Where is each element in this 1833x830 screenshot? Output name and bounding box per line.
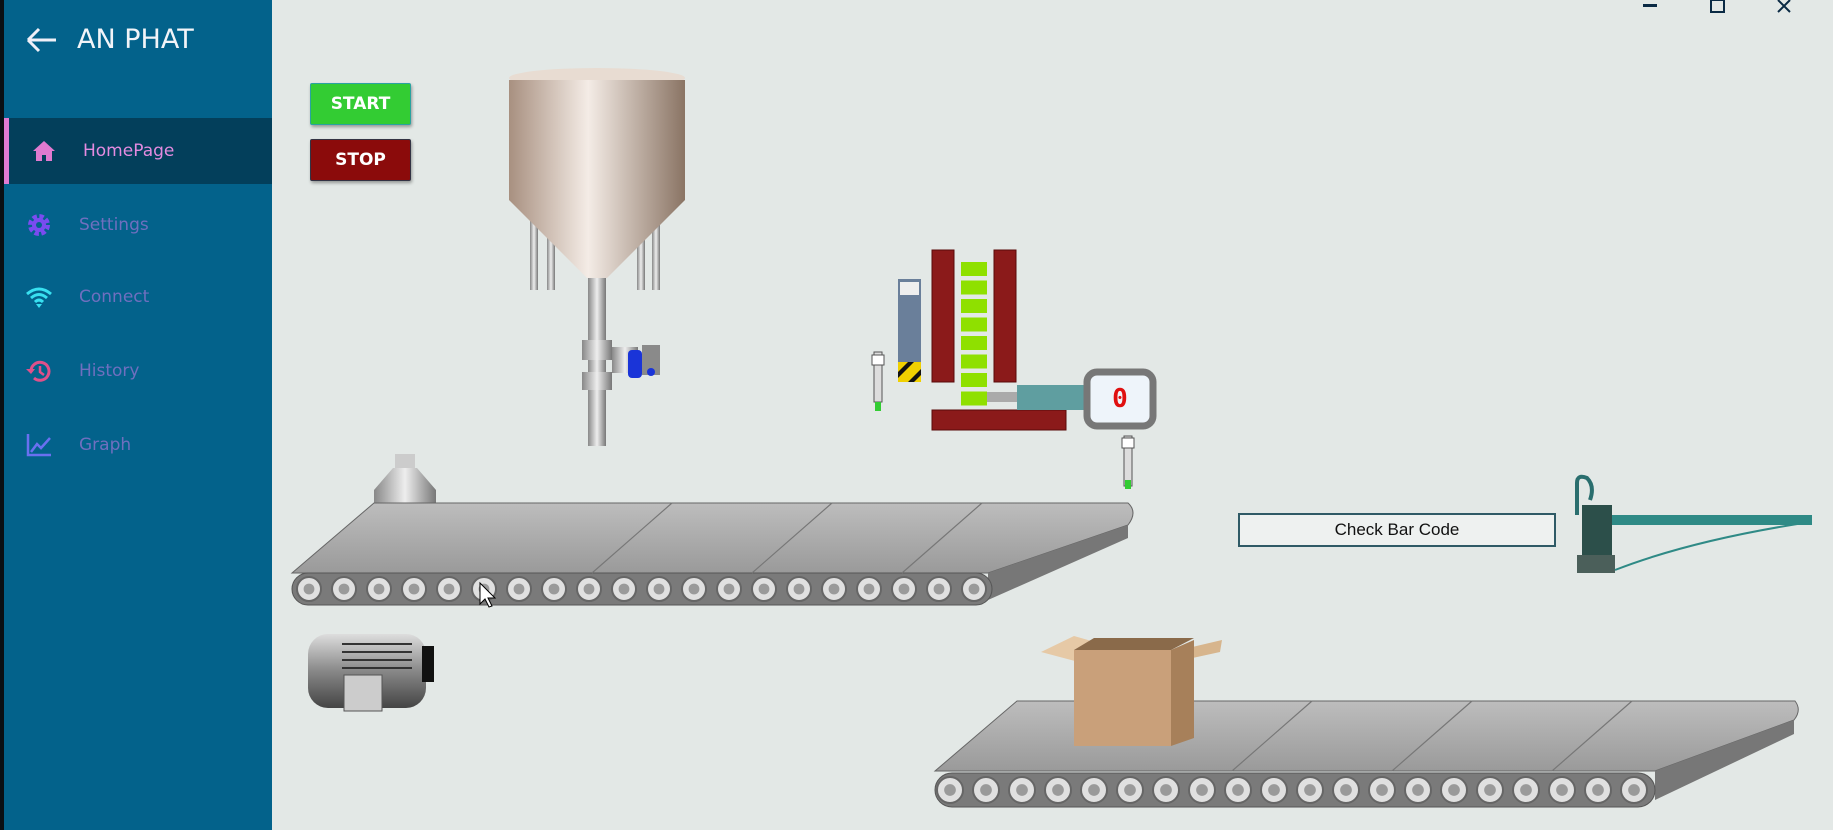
valve-actuator xyxy=(628,350,642,378)
cardboard-box xyxy=(1041,636,1222,746)
close-button[interactable] xyxy=(1768,0,1802,16)
chart-line-icon xyxy=(24,430,54,460)
level-segment xyxy=(961,317,987,332)
motor xyxy=(308,634,434,712)
home-icon xyxy=(29,136,59,166)
level-segment xyxy=(961,262,987,276)
barcode-scanner xyxy=(1575,474,1812,573)
mouse-cursor xyxy=(479,581,497,608)
counter-display xyxy=(1083,368,1157,430)
level-segment xyxy=(961,354,987,369)
back-button[interactable] xyxy=(24,24,60,56)
level-segment xyxy=(961,391,987,406)
minimize-button[interactable] xyxy=(1633,0,1667,16)
nav-item-settings[interactable]: Settings xyxy=(4,192,272,258)
check-barcode-button[interactable]: Check Bar Code xyxy=(1238,513,1556,547)
nav-label: History xyxy=(79,361,140,381)
nav-label: Connect xyxy=(79,287,150,307)
minimize-icon xyxy=(1643,4,1657,7)
level-segment xyxy=(961,373,987,387)
main-canvas: START STOP 0 Check Bar Code xyxy=(272,0,1833,830)
gear-icon xyxy=(24,210,54,240)
start-button[interactable]: START xyxy=(310,83,411,125)
plant-scene xyxy=(290,68,1812,808)
level-segment xyxy=(961,280,987,295)
nav-item-connect[interactable]: Connect xyxy=(4,264,272,330)
proximity-sensor-1 xyxy=(871,351,885,411)
nav-label: Graph xyxy=(79,435,132,455)
nav-item-graph[interactable]: Graph xyxy=(4,412,272,478)
proximity-sensor-2 xyxy=(1121,435,1135,489)
conveyor-2 xyxy=(933,700,1799,808)
nav-label: HomePage xyxy=(83,141,175,161)
conveyor-1 xyxy=(290,502,1134,606)
nav-item-homepage[interactable]: HomePage xyxy=(4,118,272,184)
sidebar: AN PHAT HomePage Settings Connect Histor… xyxy=(0,0,272,830)
counter-value: 0 xyxy=(1112,384,1128,414)
wifi-icon xyxy=(24,282,54,312)
maximize-icon xyxy=(1710,0,1725,13)
maximize-button[interactable] xyxy=(1700,0,1734,16)
history-icon xyxy=(24,356,54,386)
level-segment xyxy=(961,336,987,350)
app-title: AN PHAT xyxy=(77,24,194,55)
arrow-left-icon xyxy=(26,27,56,53)
close-icon xyxy=(1777,0,1791,13)
nav-label: Settings xyxy=(79,215,149,235)
pusher-station xyxy=(898,249,1157,431)
level-segment xyxy=(961,299,987,313)
hopper-tank xyxy=(509,68,685,446)
stop-button[interactable]: STOP xyxy=(310,139,411,181)
nav-item-history[interactable]: History xyxy=(4,338,272,404)
